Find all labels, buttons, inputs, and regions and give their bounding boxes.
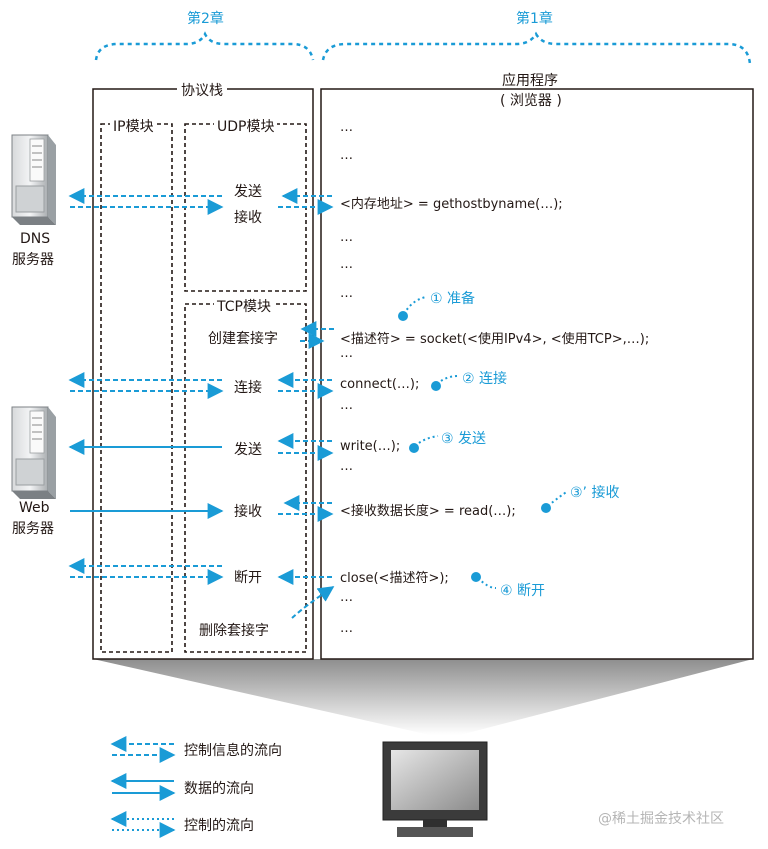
receive-callout-dot: [541, 503, 551, 513]
code-ellipsis: …: [340, 621, 353, 636]
step-disconnect: ④ 断开: [500, 583, 546, 599]
delete-socket-arrow: [291, 586, 335, 619]
step-receive: ③’ 接收: [570, 485, 620, 501]
code-ellipsis: …: [340, 398, 353, 413]
protocol-stack-title: 协议栈: [177, 80, 227, 100]
create-socket-label: 创建套接字: [208, 331, 278, 347]
udp-send-label: 发送: [234, 184, 262, 200]
application-title: 应用程序: [502, 73, 558, 89]
watermark: @稀土掘金技术社区: [598, 811, 724, 827]
code-ellipsis: …: [340, 459, 353, 474]
code-read: <接收数据长度> = read(…);: [340, 504, 516, 519]
web-server-icon: [11, 406, 56, 499]
legend-control-info-label: 控制信息的流向: [184, 743, 282, 759]
funnel-shadow: [93, 659, 753, 735]
connect-label: 连接: [234, 380, 262, 396]
legend-control-label: 控制的流向: [184, 818, 254, 834]
ip-module-label: IP模块: [110, 116, 157, 136]
step-connect: ② 连接: [462, 371, 508, 387]
application-subtitle: ( 浏览器 ): [500, 93, 562, 109]
code-ellipsis: …: [340, 148, 353, 163]
tcp-module-box: [184, 303, 307, 653]
chapter2-label: 第2章: [187, 11, 224, 27]
code-ellipsis: …: [340, 286, 353, 301]
code-ellipsis: …: [340, 257, 353, 272]
step-send: ③ 发送: [441, 431, 487, 447]
code-ellipsis: …: [340, 590, 353, 605]
udp-module-label: UDP模块: [214, 116, 278, 136]
chapter1-label: 第1章: [516, 11, 553, 27]
dns-server-label-2: 服务器: [12, 252, 54, 268]
protocol-stack-box: [92, 88, 314, 660]
step-prepare: ① 准备: [430, 291, 476, 307]
disconnect-callout-dot: [471, 572, 481, 582]
dns-server-icon: [11, 134, 56, 225]
code-close: close(<描述符>);: [340, 571, 449, 586]
application-box: [320, 88, 754, 660]
code-gethostbyname: <内存地址> = gethostbyname(…);: [340, 197, 563, 212]
computer-icon: [382, 741, 488, 837]
disconnect-label: 断开: [234, 570, 262, 586]
connect-callout-dot: [431, 381, 441, 391]
prepare-callout-line: [403, 296, 427, 315]
dns-server-label: DNS: [20, 231, 51, 247]
send-label: 发送: [234, 442, 262, 458]
receive-label: 接收: [234, 504, 262, 520]
code-write: write(…);: [340, 439, 401, 454]
chapter2-brace: [94, 31, 315, 61]
prepare-callout-dot: [398, 311, 408, 321]
send-callout-dot: [409, 443, 419, 453]
chapter1-brace: [321, 31, 752, 65]
code-connect: connect(…);: [340, 377, 420, 392]
udp-receive-label: 接收: [234, 210, 262, 226]
legend-data-label: 数据的流向: [184, 781, 254, 797]
code-ellipsis: …: [340, 120, 353, 135]
web-server-label: Web: [19, 500, 50, 516]
delete-socket-label: 删除套接字: [199, 623, 269, 639]
code-socket: <描述符> = socket(<使用IPv4>, <使用TCP>,…);: [340, 332, 650, 347]
code-ellipsis: …: [340, 346, 353, 361]
web-server-label-2: 服务器: [12, 521, 54, 537]
code-ellipsis: …: [340, 230, 353, 245]
tcp-module-label: TCP模块: [214, 296, 274, 316]
